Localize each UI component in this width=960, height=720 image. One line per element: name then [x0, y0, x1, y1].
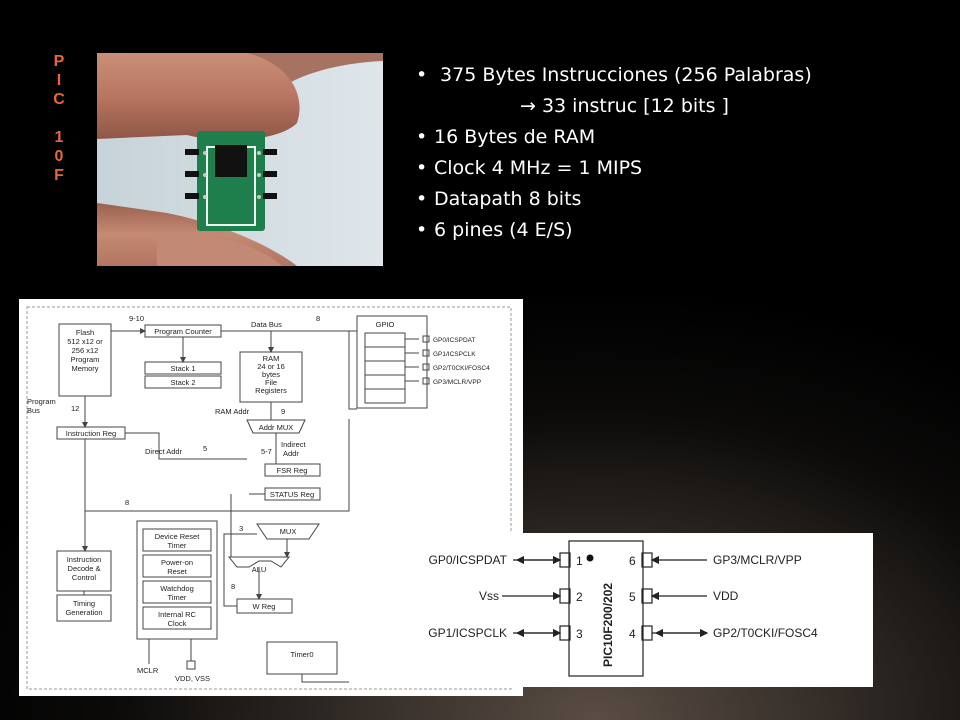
svg-text:Stack 1: Stack 1 — [170, 364, 195, 373]
svg-text:Registers: Registers — [255, 386, 287, 395]
mux-label: MUX — [280, 527, 297, 536]
svg-text:12: 12 — [71, 404, 79, 413]
title-letter: F — [54, 167, 64, 184]
timer0-label: Timer0 — [290, 650, 313, 659]
svg-text:Addr: Addr — [283, 449, 299, 458]
timing-label: Timing — [73, 599, 95, 608]
svg-text:GP1/ICSPCLK: GP1/ICSPCLK — [433, 351, 476, 358]
gpio-box — [356, 315, 428, 409]
svg-text:Bus: Bus — [27, 406, 40, 415]
addr-mux-label: Addr MUX — [259, 423, 294, 432]
status-reg-label: STATUS Reg — [270, 490, 314, 499]
svg-text:Stack 2: Stack 2 — [170, 378, 195, 387]
svg-text:File: File — [265, 378, 277, 387]
svg-text:GP2/T0CKI/FOSC4: GP2/T0CKI/FOSC4 — [433, 365, 490, 372]
ram-label: RAM — [263, 354, 280, 363]
instruction-reg-label: Instruction Reg — [66, 429, 116, 438]
svg-text:Device Reset: Device Reset — [155, 532, 201, 541]
svg-text:Memory: Memory — [71, 364, 98, 373]
svg-text:256 x12: 256 x12 — [72, 346, 99, 355]
svg-text:MCLR: MCLR — [137, 666, 159, 675]
svg-text:Timer: Timer — [168, 541, 187, 550]
title-letter: C — [53, 91, 65, 108]
title-letter: P — [53, 53, 65, 70]
bullet-item: •6 pines (4 E/S) — [416, 219, 573, 241]
svg-text:Control: Control — [72, 573, 97, 582]
vertical-title: P I C 1 0 F — [48, 52, 70, 185]
svg-text:RAM Addr: RAM Addr — [215, 407, 250, 416]
svg-text:2: 2 — [576, 590, 583, 604]
chip-part-label: PIC10F200/202 — [601, 583, 615, 667]
svg-text:GP0/ICSPDAT: GP0/ICSPDAT — [433, 337, 476, 344]
pin-label: GP2/T0CKI/FOSC4 — [713, 626, 818, 640]
w-reg-label: W Reg — [253, 602, 276, 611]
bullet-item: → 33 instruc [12 bits ] — [520, 95, 729, 117]
alu-label: ALU — [252, 565, 267, 574]
spec-bullet-list: • 375 Bytes Instrucciones (256 Palabras)… — [416, 60, 936, 246]
chip-photo — [97, 53, 383, 266]
title-letter: 1 — [54, 129, 64, 146]
svg-text:Data Bus: Data Bus — [251, 320, 282, 329]
pin-label: GP3/MCLR/VPP — [713, 553, 802, 567]
reset-group-box — [136, 520, 218, 640]
bullet-item: •Datapath 8 bits — [416, 188, 582, 210]
svg-text:5: 5 — [629, 590, 636, 604]
title-letter — [48, 109, 70, 128]
title-letter: 0 — [54, 148, 64, 165]
svg-text:Direct Addr: Direct Addr — [145, 447, 183, 456]
pin-label: VDD — [713, 589, 739, 603]
svg-text:24 or 16: 24 or 16 — [257, 362, 285, 371]
flash-label: Flash — [76, 328, 94, 337]
svg-text:Watchdog: Watchdog — [160, 584, 194, 593]
svg-text:Decode &: Decode & — [68, 564, 101, 573]
svg-text:Timer: Timer — [168, 593, 187, 602]
svg-text:Program: Program — [71, 355, 100, 364]
svg-text:5: 5 — [203, 444, 207, 453]
pin-label: Vss — [479, 589, 499, 603]
program-counter-label: Program Counter — [154, 327, 212, 336]
pin-label: GP0/ICSPDAT — [429, 553, 508, 567]
svg-text:8: 8 — [125, 498, 129, 507]
fsr-reg-box — [264, 463, 321, 477]
svg-text:VDD, VSS: VDD, VSS — [175, 674, 210, 683]
instruction-decode-label: Instruction — [67, 555, 102, 564]
svg-text:bytes: bytes — [262, 370, 280, 379]
svg-text:Program: Program — [27, 397, 56, 406]
svg-text:GP3/MCLR/VPP: GP3/MCLR/VPP — [433, 379, 481, 386]
svg-text:4: 4 — [629, 627, 636, 641]
svg-text:9: 9 — [281, 407, 285, 416]
svg-text:5-7: 5-7 — [261, 447, 272, 456]
svg-text:Reset: Reset — [167, 567, 188, 576]
svg-text:512 x12 or: 512 x12 or — [67, 337, 103, 346]
title-letter: I — [56, 72, 62, 89]
bullet-item: •Clock 4 MHz = 1 MIPS — [416, 157, 643, 179]
svg-text:6: 6 — [629, 554, 636, 568]
svg-text:3: 3 — [576, 627, 583, 641]
fsr-reg-label: FSR Reg — [277, 466, 308, 475]
svg-text:1: 1 — [576, 554, 583, 568]
svg-text:Internal RC: Internal RC — [158, 610, 197, 619]
svg-text:Indirect: Indirect — [281, 440, 307, 449]
svg-text:3: 3 — [239, 524, 243, 533]
svg-text:Clock: Clock — [168, 619, 187, 628]
pin-label: GP1/ICSPCLK — [428, 626, 507, 640]
chip-body — [568, 540, 644, 677]
pinout-diagram: GP0/ICSPDAT Vss GP1/ICSPCLK 1 2 3 6 5 4 … — [377, 533, 873, 687]
svg-text:9-10: 9-10 — [129, 314, 144, 323]
svg-text:Generation: Generation — [65, 608, 102, 617]
svg-text:8: 8 — [316, 314, 320, 323]
bullet-item: • 375 Bytes Instrucciones (256 Palabras) — [416, 64, 812, 86]
gpio-label: GPIO — [376, 320, 395, 329]
bullet-item: •16 Bytes de RAM — [416, 126, 596, 148]
svg-text:Power-on: Power-on — [161, 558, 193, 567]
svg-text:8: 8 — [231, 582, 235, 591]
